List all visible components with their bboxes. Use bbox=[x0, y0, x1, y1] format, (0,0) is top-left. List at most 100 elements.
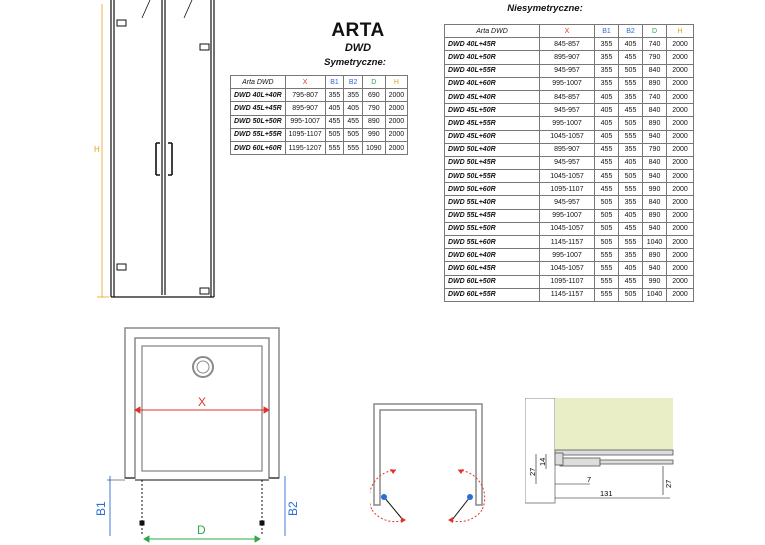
front-view-drawing: H bbox=[94, 0, 215, 298]
cell-name: DWD 40L+40R bbox=[230, 88, 286, 103]
cell-name: DWD 60L+45R bbox=[444, 261, 540, 276]
cell-b2: 555 bbox=[618, 76, 643, 91]
height-dimension bbox=[97, 4, 109, 298]
cell-b1: 455 bbox=[594, 142, 619, 157]
cell-h: 2000 bbox=[384, 101, 409, 116]
cell-b2: 355 bbox=[618, 89, 643, 105]
cell-b2: 455 bbox=[618, 103, 643, 118]
cell-b1: 455 bbox=[594, 182, 619, 197]
cell-d: 890 bbox=[642, 76, 667, 91]
profile-detail-drawing: 14 27 7 131 27 bbox=[525, 398, 674, 504]
dim-27-left-label: 27 bbox=[528, 468, 537, 476]
cell-h: 2000 bbox=[666, 37, 694, 52]
height-label: H bbox=[94, 145, 100, 154]
col-d-header: D bbox=[642, 23, 667, 39]
cell-b1: 355 bbox=[594, 37, 619, 52]
cell-b2: 505 bbox=[618, 63, 643, 78]
col-b1-header: B1 bbox=[594, 23, 619, 39]
cell-x: 1045-1057 bbox=[539, 221, 595, 237]
cell-x: 895-907 bbox=[539, 50, 595, 65]
cell-d: 1040 bbox=[642, 287, 667, 302]
cell-h: 2000 bbox=[666, 208, 694, 223]
product-subtitle: DWD bbox=[344, 42, 372, 54]
cell-x: 945-957 bbox=[539, 63, 595, 78]
cell-h: 2000 bbox=[666, 89, 694, 105]
cell-x: 1045-1057 bbox=[539, 261, 595, 276]
cell-x: 895-907 bbox=[539, 142, 595, 157]
asymmetric-label: Niesymetryczne: bbox=[507, 3, 583, 14]
dim-27-right-label: 27 bbox=[664, 480, 673, 488]
plan-view-drawing: X B1 B2 D bbox=[94, 327, 300, 543]
cell-b2: 505 bbox=[618, 116, 643, 131]
cell-x: 945-957 bbox=[539, 195, 595, 210]
cell-b1: 505 bbox=[594, 208, 619, 223]
cell-b1: 355 bbox=[324, 88, 345, 103]
cell-x: 995-1007 bbox=[539, 208, 595, 223]
col-name-header: Arta DWD bbox=[230, 74, 286, 90]
cell-b2: 555 bbox=[618, 129, 643, 144]
col-h-header: H bbox=[666, 23, 694, 39]
cell-x: 1145-1157 bbox=[539, 287, 595, 302]
x-dimension bbox=[134, 406, 270, 414]
cell-b1: 405 bbox=[594, 116, 619, 131]
cell-name: DWD 45L+50R bbox=[444, 103, 540, 118]
cell-b2: 405 bbox=[618, 261, 643, 276]
b2-label: B2 bbox=[286, 501, 300, 516]
cell-d: 1090 bbox=[362, 140, 386, 156]
symmetric-label: Symetryczne: bbox=[324, 57, 386, 68]
cell-d: 890 bbox=[642, 116, 667, 131]
cell-b1: 555 bbox=[594, 274, 619, 289]
cell-d: 1040 bbox=[642, 234, 667, 250]
cell-h: 2000 bbox=[384, 127, 409, 142]
cell-name: DWD 55L+40R bbox=[444, 195, 540, 210]
cell-b1: 505 bbox=[594, 234, 619, 250]
sealant-area bbox=[555, 398, 673, 450]
col-x-header: X bbox=[539, 23, 595, 39]
dim-14-label: 14 bbox=[538, 458, 547, 466]
cell-b2: 355 bbox=[618, 248, 643, 263]
cell-x: 1095-1107 bbox=[539, 182, 595, 197]
cell-name: DWD 40L+60R bbox=[444, 76, 540, 91]
cell-b1: 455 bbox=[594, 169, 619, 184]
cell-b1: 455 bbox=[324, 114, 345, 129]
cell-name: DWD 45L+40R bbox=[444, 89, 540, 105]
cell-b2: 355 bbox=[618, 142, 643, 157]
cell-d: 990 bbox=[642, 274, 667, 289]
cell-name: DWD 55L+45R bbox=[444, 208, 540, 223]
cell-d: 990 bbox=[362, 127, 386, 142]
cell-b2: 405 bbox=[618, 208, 643, 223]
cell-d: 690 bbox=[362, 88, 386, 103]
cell-b2: 555 bbox=[343, 140, 363, 156]
wall-section bbox=[525, 398, 556, 504]
col-name-header: Arta DWD bbox=[444, 23, 540, 39]
cell-b1: 505 bbox=[324, 127, 345, 142]
cell-b1: 555 bbox=[324, 140, 345, 156]
profile-dimensions bbox=[535, 454, 670, 499]
profile-parts bbox=[554, 449, 674, 467]
cell-b1: 555 bbox=[594, 248, 619, 263]
cell-d: 890 bbox=[362, 114, 386, 129]
cell-b1: 505 bbox=[594, 221, 619, 237]
cell-b1: 405 bbox=[594, 103, 619, 118]
cell-h: 2000 bbox=[666, 195, 694, 210]
cell-name: DWD 60L+60R bbox=[230, 140, 286, 156]
cell-h: 2000 bbox=[666, 261, 694, 276]
cell-x: 1045-1057 bbox=[539, 129, 595, 144]
cell-d: 840 bbox=[642, 155, 667, 171]
cell-d: 740 bbox=[642, 89, 667, 105]
d-dimension bbox=[143, 535, 261, 543]
cell-name: DWD 40L+50R bbox=[444, 50, 540, 65]
cell-d: 940 bbox=[642, 129, 667, 144]
cell-h: 2000 bbox=[666, 116, 694, 131]
cell-name: DWD 45L+60R bbox=[444, 129, 540, 144]
